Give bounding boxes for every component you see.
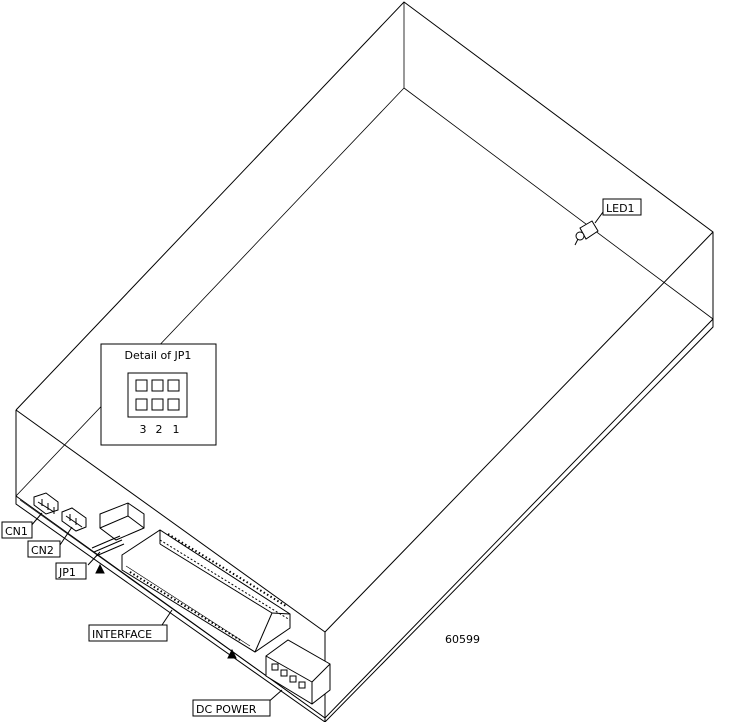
jp1-detail-title: Detail of JP1 bbox=[125, 349, 192, 362]
led1-label-box bbox=[602, 198, 642, 216]
pin-indicators bbox=[95, 563, 237, 659]
cn1-connector bbox=[29, 492, 59, 528]
led1-label: LED1 bbox=[606, 202, 635, 215]
jp1-label-box bbox=[55, 562, 87, 580]
interface-connector bbox=[121, 529, 291, 653]
cn1-label: CN1 bbox=[5, 525, 28, 538]
cn2-label-box bbox=[27, 540, 61, 558]
jp1-pin-3: 3 bbox=[140, 423, 147, 436]
dc-power-label: DC POWER bbox=[196, 703, 257, 716]
drive-enclosure bbox=[15, 1, 714, 723]
dc-power-connector bbox=[265, 639, 331, 705]
jp1-detail-box bbox=[100, 343, 217, 446]
figure-number: 60599 bbox=[445, 633, 480, 646]
jp1-label: JP1 bbox=[58, 566, 76, 579]
dc-power-label-box bbox=[192, 699, 271, 717]
interface-label-box bbox=[88, 624, 168, 642]
cn1-label-box bbox=[1, 521, 33, 539]
jp1-jumper bbox=[87, 502, 145, 566]
cn2-connector bbox=[59, 507, 87, 546]
jp1-pin-1: 1 bbox=[173, 423, 180, 436]
interface-label: INTERFACE bbox=[92, 628, 152, 641]
jp1-pin-2: 2 bbox=[156, 423, 163, 436]
cn2-label: CN2 bbox=[31, 544, 54, 557]
led1-component bbox=[574, 211, 604, 246]
